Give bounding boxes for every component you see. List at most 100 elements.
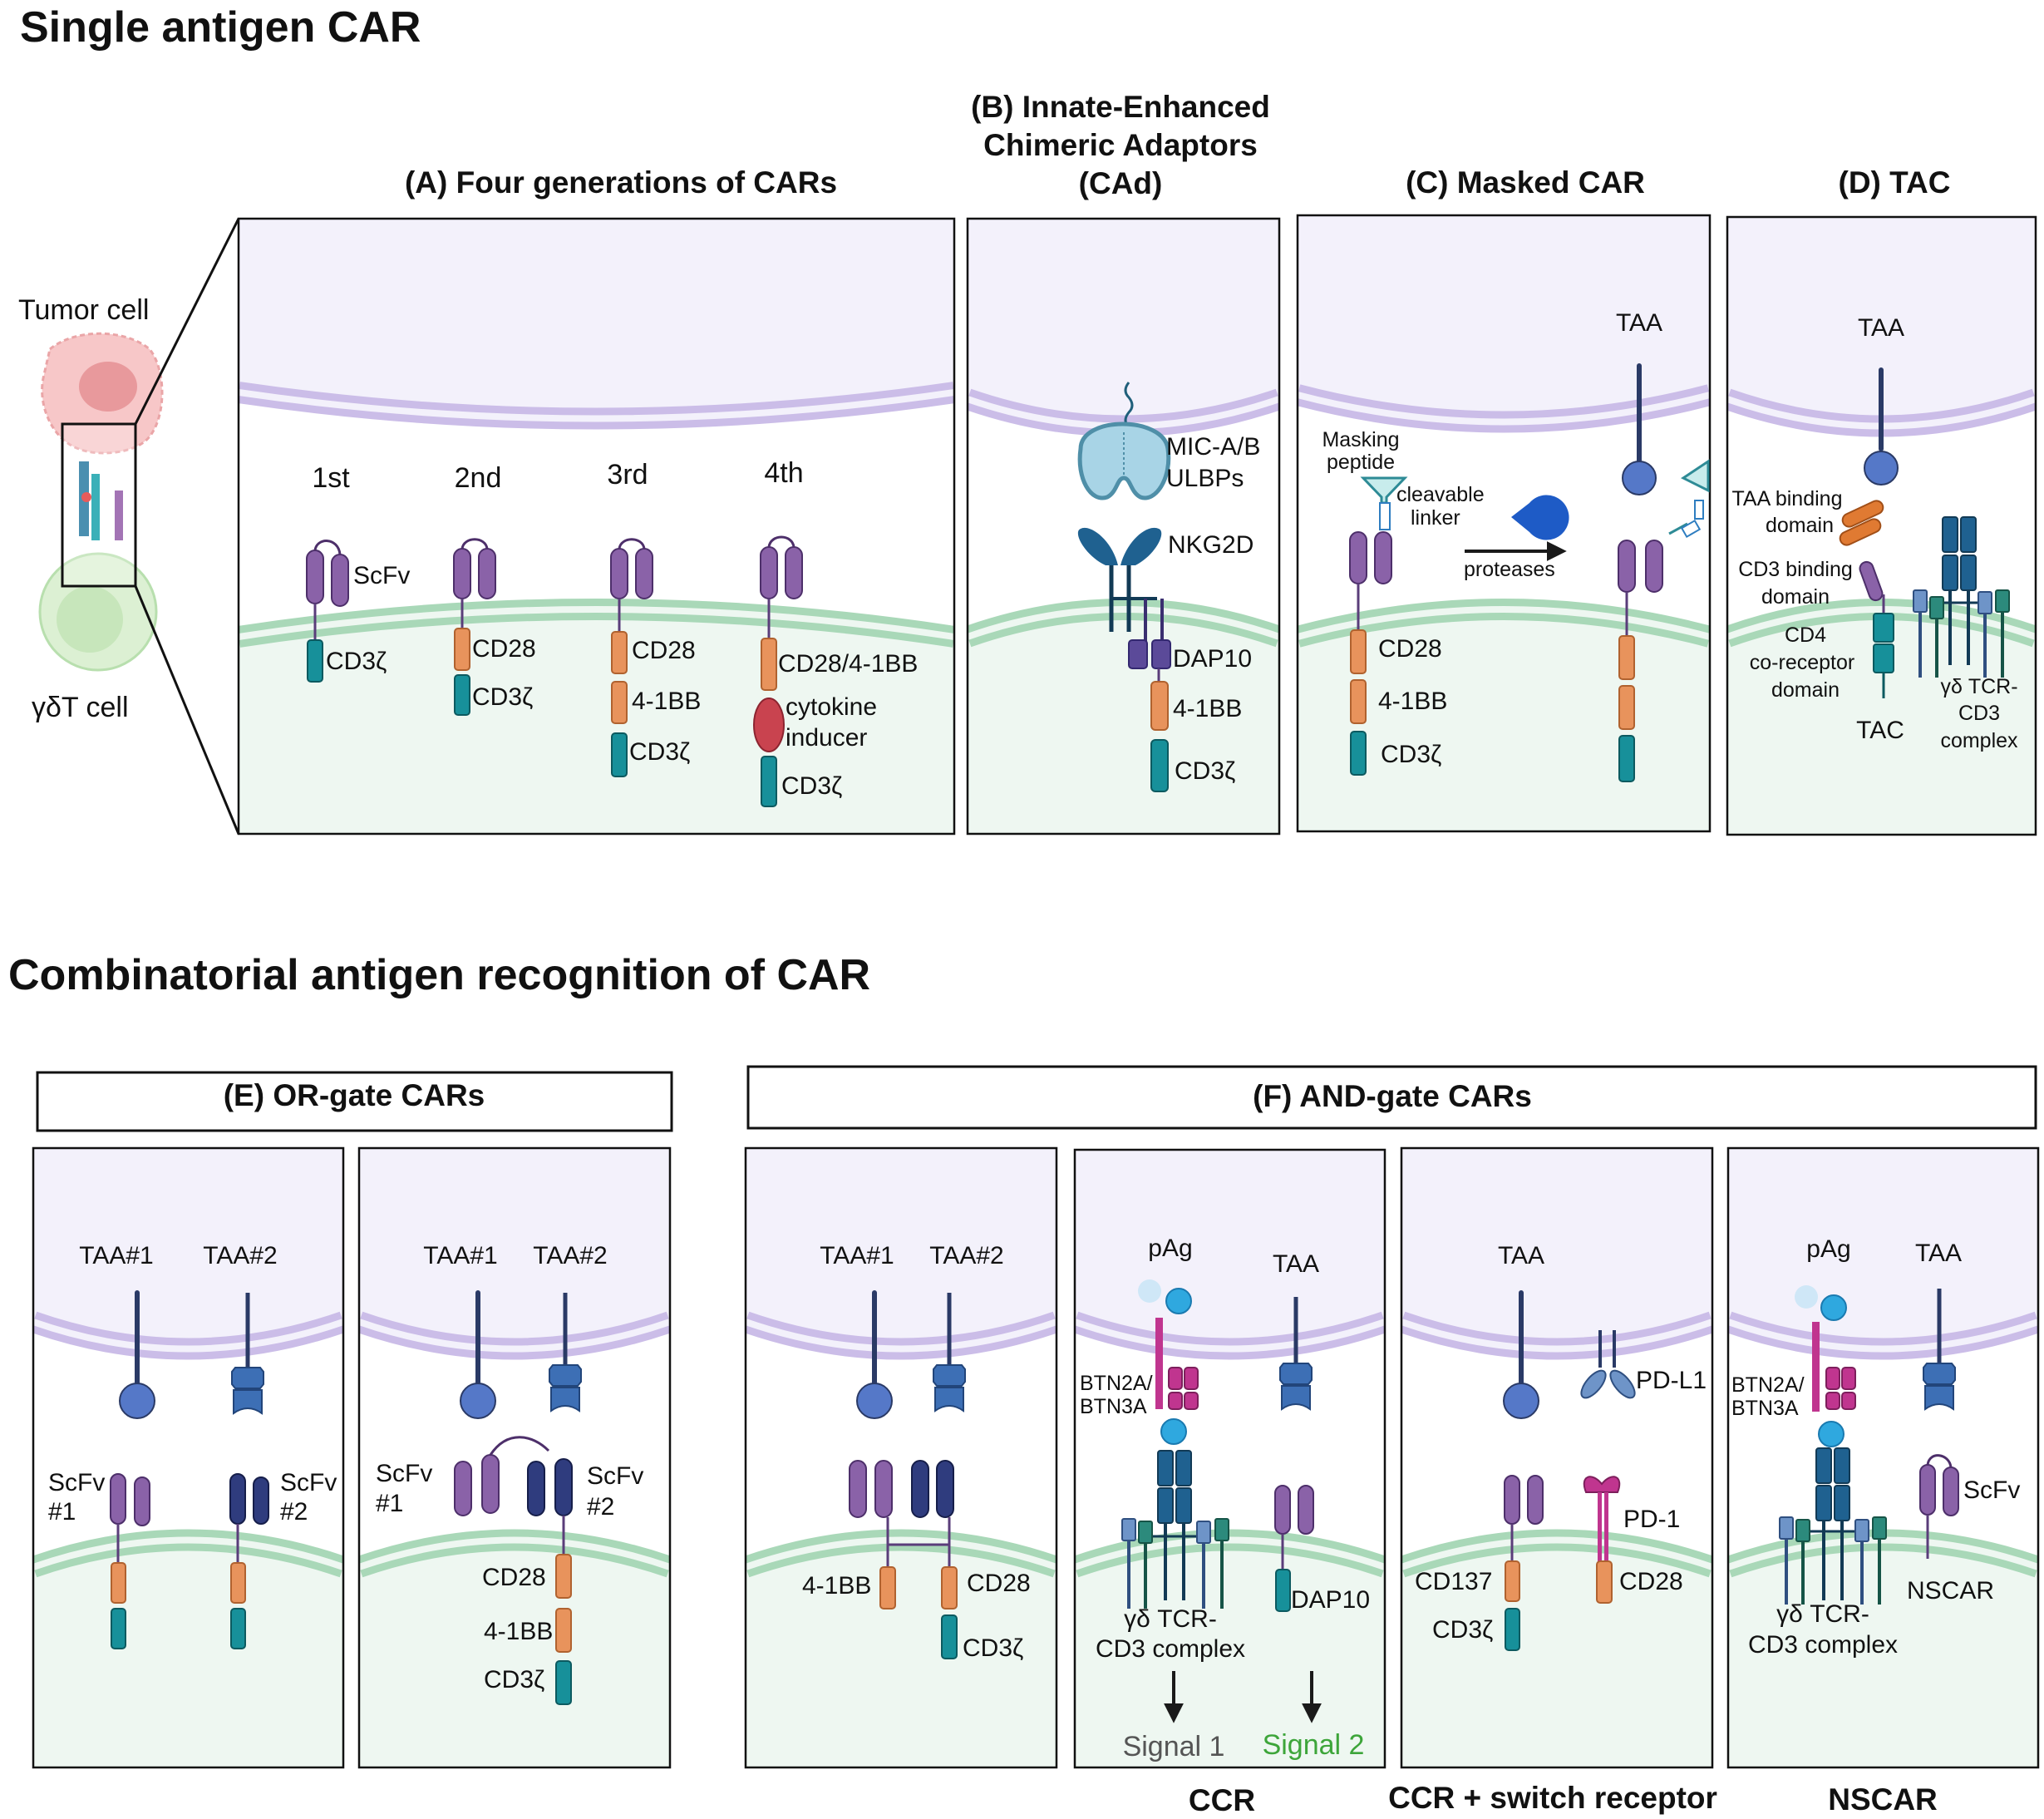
f2-btn-label-1: BTN2A/ xyxy=(1080,1372,1153,1395)
panel-f4: pAg TAA BTN2A/ BTN3A xyxy=(1726,1146,2040,1769)
mic-ab-ligand xyxy=(1077,382,1171,500)
e1-scfv1-label-2: #1 xyxy=(48,1498,76,1526)
scfv-label: ScFv xyxy=(353,562,410,589)
dap10-label: DAP10 xyxy=(1173,645,1252,673)
e2-cd3z-label: CD3ζ xyxy=(484,1666,544,1693)
f2-btn-label-2: BTN3A xyxy=(1080,1395,1147,1418)
f1-taa1-label: TAA#1 xyxy=(820,1242,894,1269)
f1-cd3z-label: CD3ζ xyxy=(963,1634,1023,1662)
e1-scfv2-label-1: ScFv xyxy=(280,1469,337,1496)
f2-pag-label: pAg xyxy=(1148,1235,1192,1262)
panel-f-header xyxy=(746,1065,2037,1130)
panel-e2: TAA#1 TAA#2 ScFv #1 ScFv #2 CD28 4-1BB C… xyxy=(357,1146,672,1769)
f3-cd28-label: CD28 xyxy=(1619,1568,1683,1595)
panel-f-title: (F) AND-gate CARs xyxy=(1253,1079,1532,1113)
tcr-cd3-complex xyxy=(1913,516,2010,678)
e2-41bb-label: 4-1BB xyxy=(484,1618,553,1645)
cell-diagram: Tumor cell γδT cell xyxy=(18,218,240,835)
signal1-label: Signal 1 xyxy=(1123,1731,1225,1762)
e2-taa2-label: TAA#2 xyxy=(533,1242,608,1269)
cad-41bb-label: 4-1BB xyxy=(1173,695,1242,722)
panel-a-title: (A) Four generations of CARs xyxy=(405,165,837,200)
car-gen-4 xyxy=(753,535,803,807)
f4-tcr-complex xyxy=(1779,1447,1887,1605)
gen-1-label: 1st xyxy=(312,462,350,494)
gen4-cytokine: cytokine xyxy=(786,693,877,721)
unmasked-car xyxy=(1618,459,1710,782)
tac-taa-head xyxy=(1864,451,1899,486)
panel-e-header xyxy=(36,1071,673,1132)
tac-tcr-label-3: complex xyxy=(1940,729,2018,752)
masking-label-1: Masking xyxy=(1322,428,1399,451)
gen3-cd28: CD28 xyxy=(632,637,696,664)
panel-b-title-2: Chimeric Adaptors xyxy=(983,128,1258,162)
f1-cd28-label: CD28 xyxy=(967,1570,1031,1597)
gen2-cd3z: CD3ζ xyxy=(472,683,533,711)
masked-car xyxy=(1349,476,1408,776)
tac-receptor xyxy=(1839,500,1894,698)
cd4-label-3: domain xyxy=(1771,678,1840,702)
f4-btn-label-2: BTN3A xyxy=(1731,1397,1799,1420)
f2-tcr-label-2: CD3 complex xyxy=(1096,1635,1245,1663)
panel-c: Masking peptide cleavable linker CD28 4-… xyxy=(1296,214,1712,833)
gen2-cd28: CD28 xyxy=(472,635,536,663)
f2-dap10-label: DAP10 xyxy=(1291,1586,1370,1614)
e2-taa1-label: TAA#1 xyxy=(423,1242,498,1269)
panel-f3: TAA PD-L1 CD137 CD3ζ PD-1 CD28 xyxy=(1400,1146,1714,1769)
gen3-cd3z: CD3ζ xyxy=(629,738,690,766)
tac-label: TAC xyxy=(1856,717,1904,744)
e1-taa2-label: TAA#2 xyxy=(203,1242,278,1269)
gen-4-label: 4th xyxy=(764,457,803,489)
masked-cd3z: CD3ζ xyxy=(1381,741,1441,768)
masking-label-2: peptide xyxy=(1327,451,1395,474)
zoom-line-top xyxy=(134,218,240,425)
panel-e1: TAA#1 TAA#2 ScFv #1 ScFv #2 xyxy=(32,1146,345,1769)
gen1-cd3z: CD3ζ xyxy=(326,648,387,675)
gdt-cell-nucleus xyxy=(57,586,123,653)
masked-cd28: CD28 xyxy=(1378,635,1442,663)
taa-binding-label-1: TAA binding xyxy=(1732,487,1843,510)
e1-scfv2-label-2: #2 xyxy=(280,1498,308,1526)
zoom-line-bottom xyxy=(134,585,240,835)
f4-tcr-label-1: γδ TCR- xyxy=(1776,1600,1869,1628)
proteases-label: proteases xyxy=(1464,558,1555,581)
gen4-cd28-41bb: CD28/4-1BB xyxy=(778,650,918,678)
ligand-label-1: MIC-A/B xyxy=(1166,433,1260,461)
gen4-cd3z: CD3ζ xyxy=(781,772,842,800)
f3-cd137-label: CD137 xyxy=(1415,1568,1492,1595)
tac-tcr-label-1: γδ TCR- xyxy=(1940,675,2017,698)
mini-antigen xyxy=(81,492,91,502)
cad-cd3z-label: CD3ζ xyxy=(1175,757,1235,785)
e2-scfv2-label-2: #2 xyxy=(587,1493,614,1521)
gdt-cell-label: γδT cell xyxy=(32,692,129,723)
heading-single-antigen: Single antigen CAR xyxy=(20,3,421,52)
panel-c-title: (C) Masked CAR xyxy=(1406,165,1645,200)
f1-taa2-label: TAA#2 xyxy=(929,1242,1004,1269)
cd3-binding-label-1: CD3 binding xyxy=(1738,558,1853,581)
panel-d: TAA TAA binding domain CD3 binding domai… xyxy=(1726,215,2037,836)
cd3-binding-label-2: domain xyxy=(1761,585,1830,609)
f1-41bb-label: 4-1BB xyxy=(802,1572,871,1600)
f2-caption: CCR xyxy=(1189,1783,1255,1817)
f3-cd3z-label: CD3ζ xyxy=(1432,1616,1493,1644)
car-gen-3 xyxy=(610,538,653,777)
panel-a: 1st 2nd 3rd 4th ScFv CD3ζ CD28 CD3ζ xyxy=(237,217,956,836)
gen-3-label: 3rd xyxy=(607,459,648,490)
panel-b-title-3: (CAd) xyxy=(1079,166,1163,200)
masked-taa-head xyxy=(1622,461,1657,495)
panel-b: MIC-A/B ULBPs NKG2D DAP10 4-1BB CD3ζ xyxy=(966,217,1281,836)
mini-receptor-b xyxy=(91,474,100,540)
cd4-label-2: co-receptor xyxy=(1750,651,1854,674)
ligand-label-2: ULBPs xyxy=(1166,465,1244,492)
panel-e-title: (E) OR-gate CARs xyxy=(224,1078,485,1112)
pdl1-label: PD-L1 xyxy=(1636,1367,1707,1394)
e1-scfv1-label-1: ScFv xyxy=(48,1469,105,1496)
panel-f1: TAA#1 TAA#2 4-1BB CD28 CD3ζ xyxy=(744,1146,1058,1769)
f4-btn-label-1: BTN2A/ xyxy=(1731,1373,1805,1397)
f2-taa-label: TAA xyxy=(1273,1250,1319,1278)
linker-label-2: linker xyxy=(1411,506,1460,530)
e2-cd28-label: CD28 xyxy=(482,1564,546,1591)
e2-scfv1-label-2: #1 xyxy=(376,1490,403,1517)
panel-d-title: (D) TAC xyxy=(1839,165,1951,200)
